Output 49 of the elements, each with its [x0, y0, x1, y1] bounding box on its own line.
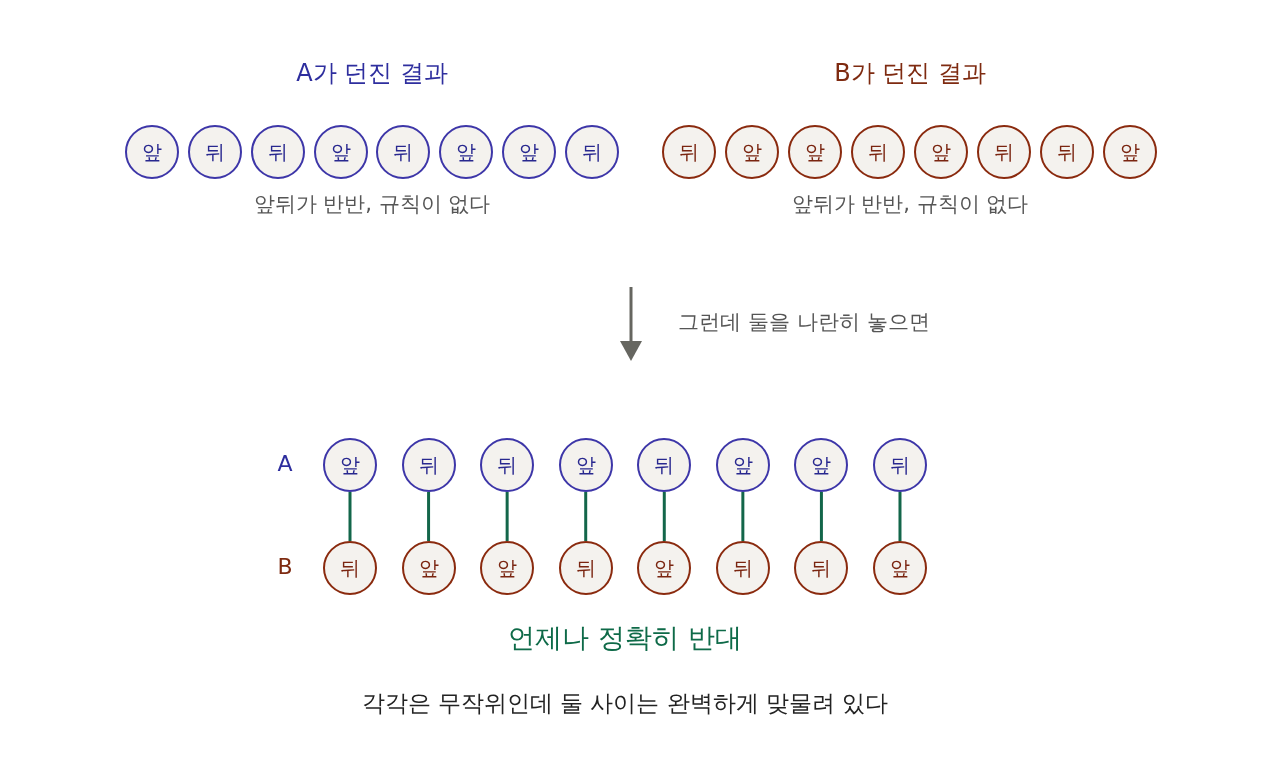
coin: 앞 — [788, 125, 842, 179]
section-title: A가 던진 결과 — [296, 58, 448, 88]
coin: 앞 — [323, 438, 377, 492]
coin: 뒤 — [558, 541, 613, 595]
connector-line — [348, 492, 352, 541]
coin: 뒤 — [1040, 125, 1094, 179]
row-label: A — [277, 450, 293, 478]
coin: 앞 — [558, 438, 613, 492]
connector-line — [819, 492, 823, 541]
coin: 앞 — [313, 125, 368, 179]
coin: 뒤 — [323, 541, 377, 595]
coin: 앞 — [794, 438, 849, 492]
connector-line — [427, 492, 431, 541]
connector-line — [898, 492, 902, 541]
coin: 앞 — [502, 125, 557, 179]
coin: 앞 — [125, 125, 179, 179]
section-title: B가 던진 결과 — [834, 58, 986, 88]
arrow-label: 그런데 둘을 나란히 놓으면 — [678, 310, 930, 336]
coin: 뒤 — [637, 438, 692, 492]
coin: 앞 — [873, 541, 927, 595]
connector-line — [584, 492, 588, 541]
coin: 뒤 — [401, 438, 456, 492]
connector-line — [505, 492, 509, 541]
caption-text: 앞뒤가 반반, 규칙이 없다 — [253, 192, 491, 218]
coin: 앞 — [1103, 125, 1157, 179]
coin: 뒤 — [977, 125, 1031, 179]
summary-text: 각각은 무작위인데 둘 사이는 완벽하게 맞물려 있다 — [361, 690, 889, 718]
coin: 뒤 — [250, 125, 305, 179]
coin: 뒤 — [565, 125, 619, 179]
coin: 앞 — [480, 541, 535, 595]
coin: 뒤 — [376, 125, 431, 179]
coin: 앞 — [725, 125, 779, 179]
caption-text: 앞뒤가 반반, 규칙이 없다 — [791, 192, 1029, 218]
coin: 앞 — [439, 125, 494, 179]
highlight-text: 언제나 정확히 반대 — [508, 621, 742, 655]
coin: 뒤 — [873, 438, 927, 492]
coin: 앞 — [715, 438, 770, 492]
connector-line — [662, 492, 666, 541]
coin: 뒤 — [662, 125, 716, 179]
coin: 뒤 — [480, 438, 535, 492]
coin: 앞 — [401, 541, 456, 595]
row-label: B — [277, 553, 293, 581]
coin: 앞 — [637, 541, 692, 595]
coin: 앞 — [914, 125, 968, 179]
coin: 뒤 — [715, 541, 770, 595]
coin: 뒤 — [794, 541, 849, 595]
coin: 뒤 — [187, 125, 242, 179]
connector-line — [741, 492, 745, 541]
coin: 뒤 — [851, 125, 905, 179]
